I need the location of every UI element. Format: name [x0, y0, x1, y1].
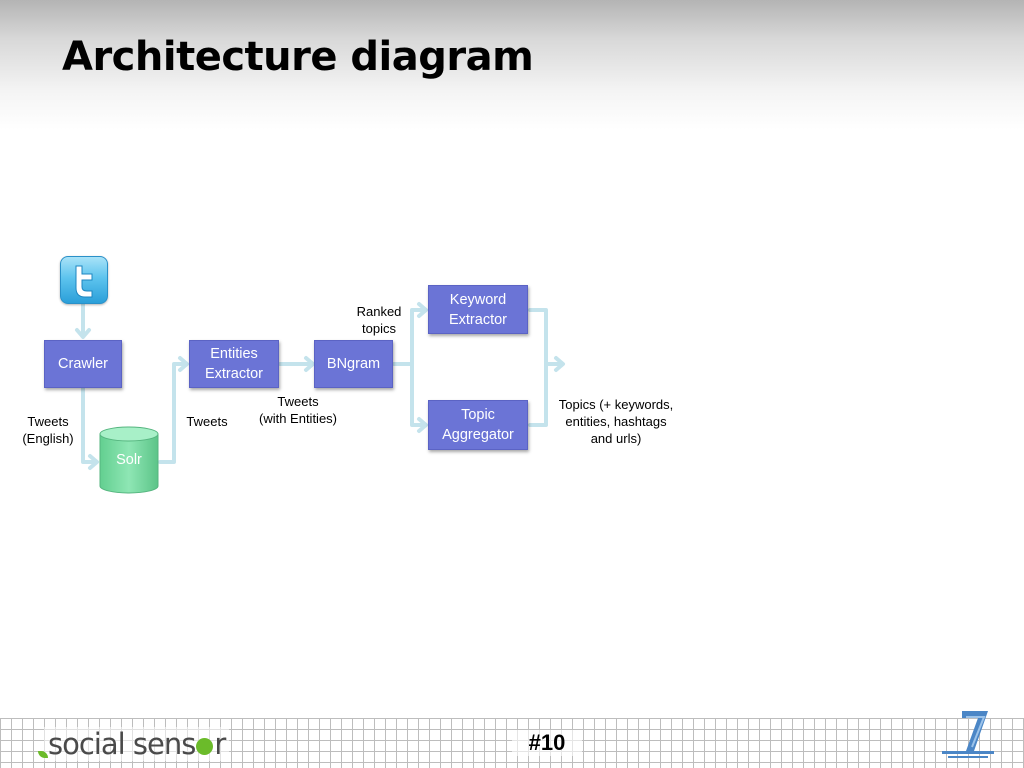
edge-fork-topic	[410, 362, 427, 427]
slide-header	[0, 0, 1024, 130]
edge-topic-merge	[528, 362, 548, 427]
arrowhead	[554, 356, 565, 372]
topic-aggregator-node: Topic Aggregator	[428, 400, 528, 450]
logo-dot-icon	[196, 738, 214, 755]
arrowhead	[75, 328, 91, 339]
arrowhead	[178, 356, 189, 372]
arrowhead	[88, 454, 99, 470]
edge-crawler-solr	[81, 386, 98, 464]
slide-title: Architecture diagram	[62, 34, 534, 80]
solr-cylinder	[99, 426, 159, 494]
page-number: #10	[512, 730, 582, 756]
leaf-icon	[38, 751, 48, 758]
arrowhead	[417, 302, 428, 318]
keyword-extractor-node: Keyword Extractor	[428, 285, 528, 334]
solr-label: Solr	[116, 452, 142, 468]
edge-solr-entities	[158, 362, 188, 464]
arrowhead	[417, 417, 428, 433]
edge-label-tweets-english: Tweets (English)	[22, 414, 74, 446]
edge-label-tweets-with-entities: Tweets (with Entities)	[258, 394, 338, 426]
entities-extractor-node: Entities Extractor	[189, 340, 279, 388]
twitter-icon	[60, 256, 108, 304]
crawler-node: Crawler	[44, 340, 122, 388]
edge-fork-keyword	[410, 308, 427, 366]
edge-label-tweets: Tweets	[186, 414, 228, 429]
edge-keyword-merge	[528, 308, 548, 366]
arrowhead	[304, 356, 315, 372]
bngram-node: BNgram	[314, 340, 393, 388]
fp7-logo-icon	[942, 711, 994, 758]
edge-label-ranked-topics: Ranked topics	[356, 304, 402, 336]
output-label-topics: Topics (+ keywords, entities, hashtags a…	[558, 397, 674, 446]
